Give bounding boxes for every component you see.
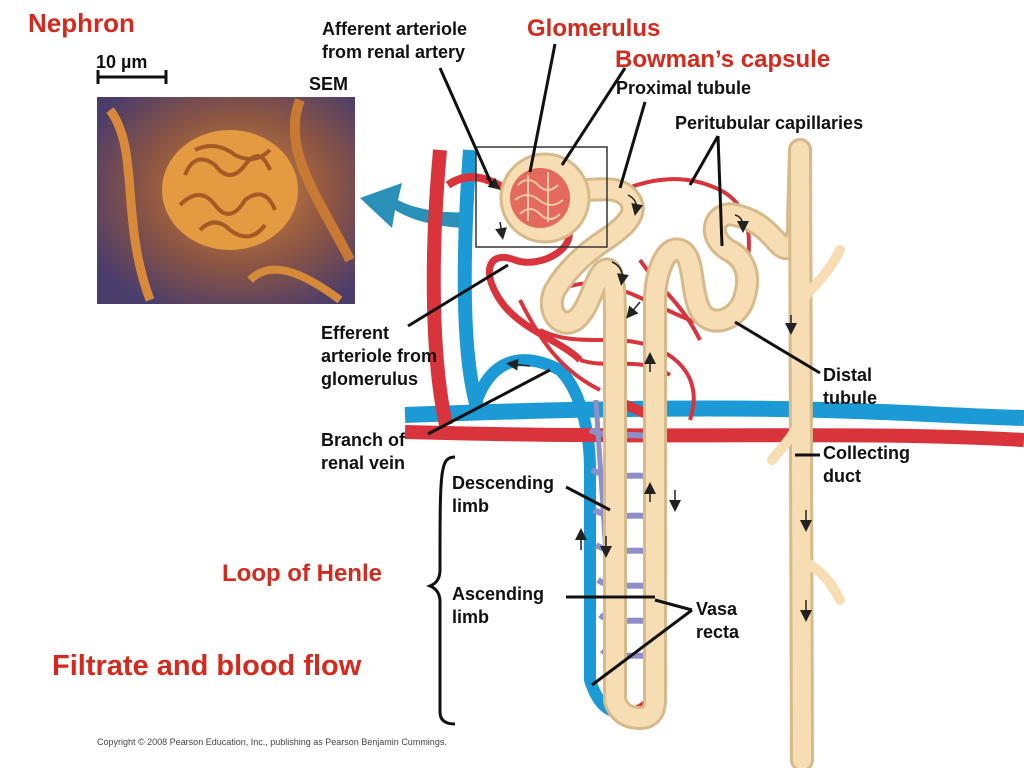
filtrate-blood-flow-heading: Filtrate and blood flow xyxy=(52,650,362,682)
renal-vein xyxy=(404,149,1024,718)
efferent-line3: glomerulus xyxy=(321,369,419,389)
leader-lines xyxy=(407,43,821,726)
peritubular-capillaries-label: Peritubular capillaries xyxy=(675,113,864,133)
flow-arrows xyxy=(485,177,812,622)
title: Nephron xyxy=(28,8,135,38)
descending-line2: limb xyxy=(452,496,490,516)
loop-of-henle-heading: Loop of Henle xyxy=(222,560,382,587)
glomerulus-heading: Glomerulus xyxy=(527,15,661,42)
vasa-recta-label: Vasa recta xyxy=(696,598,739,644)
zoom-arrow-icon xyxy=(360,183,470,228)
efferent-line2: arteriole from xyxy=(321,346,438,366)
branch-line2: renal vein xyxy=(321,453,406,473)
descending-line1: Descending xyxy=(452,473,555,493)
glomerulus xyxy=(510,168,570,228)
descending-limb-label: Descending limb xyxy=(452,472,554,518)
efferent-line1: Efferent xyxy=(321,323,390,343)
distal-tubule-label: Distal tubule xyxy=(823,364,877,410)
scale-bar-label: 10 µm xyxy=(96,52,148,72)
proximal-tubule-label: Proximal tubule xyxy=(616,78,752,98)
distal-line2: tubule xyxy=(823,388,877,408)
bowmans-capsule xyxy=(499,152,591,244)
branch-renal-vein-label: Branch of renal vein xyxy=(321,429,405,475)
ascending-limb-label: Ascending limb xyxy=(452,583,544,629)
scale-bar xyxy=(96,70,168,84)
sem-micrograph xyxy=(97,97,355,304)
sem-label: SEM xyxy=(309,74,349,94)
copyright: Copyright © 2008 Pearson Education, Inc.… xyxy=(97,737,447,747)
collecting-line2: duct xyxy=(823,466,861,486)
collecting-line1: Collecting xyxy=(823,443,911,463)
ascending-line1: Ascending xyxy=(452,584,545,604)
vasa-line2: recta xyxy=(696,622,740,642)
afferent-arteriole-label: Afferent arteriole from renal artery xyxy=(322,18,467,64)
ascending-line2: limb xyxy=(452,607,490,627)
efferent-arteriole-label: Efferent arteriole from glomerulus xyxy=(321,322,437,391)
afferent-line1: Afferent arteriole xyxy=(322,19,468,39)
distal-line1: Distal xyxy=(823,365,873,385)
bowmans-capsule-heading: Bowman’s capsule xyxy=(615,46,831,73)
afferent-line2: from renal artery xyxy=(322,42,466,62)
glomerulus-inset-box xyxy=(475,146,608,248)
collecting-duct-label: Collecting duct xyxy=(823,442,910,488)
vasa-line1: Vasa xyxy=(696,599,738,619)
branch-line1: Branch of xyxy=(321,430,406,450)
nephron-tubule xyxy=(539,138,845,768)
